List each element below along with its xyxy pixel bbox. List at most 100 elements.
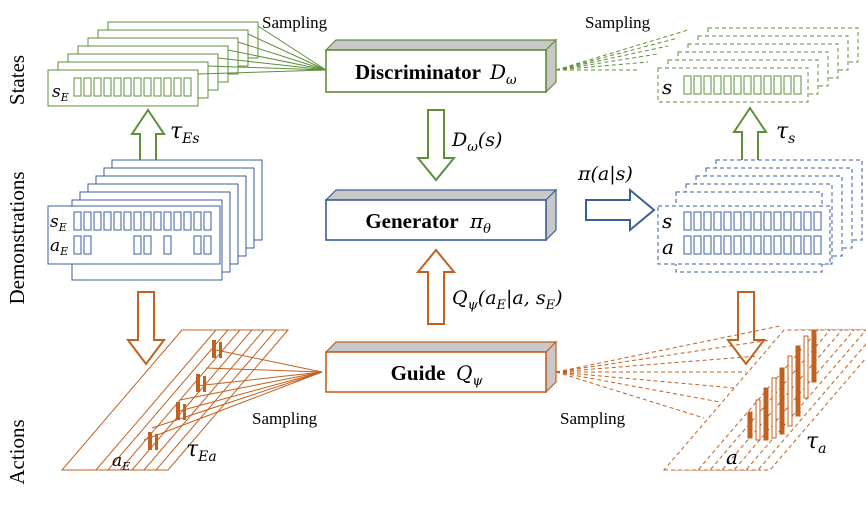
state-cell	[153, 211, 162, 231]
state-cell	[113, 77, 122, 97]
state-cell	[733, 211, 742, 231]
tau-generated-actions: τa	[806, 429, 827, 457]
row-label-demonstrations: Demonstrations	[5, 172, 29, 305]
generator-label: Generator	[365, 209, 458, 233]
arrow-gen-to-actions	[726, 291, 766, 366]
state-cell	[193, 211, 202, 231]
action-cell	[713, 235, 722, 255]
state-cell	[183, 211, 192, 231]
arrow-guide-to-generator	[415, 248, 457, 325]
sampling-label-generated-actions: Sampling	[560, 409, 626, 428]
state-cell	[83, 211, 92, 231]
state-cell	[723, 211, 732, 231]
sampling-label-generated-states: Sampling	[585, 13, 651, 32]
action-mark	[196, 374, 200, 392]
state-cell	[783, 75, 792, 95]
state-cell	[803, 211, 812, 231]
action-cell	[143, 235, 152, 255]
state-cell	[723, 75, 732, 95]
action-bar	[795, 345, 801, 417]
action-mark	[203, 376, 206, 392]
arrow-disc-to-generator	[415, 109, 457, 182]
edge-label-disc: Dω(s)	[451, 129, 502, 155]
state-cell	[813, 211, 822, 231]
state-cell	[103, 211, 112, 231]
action-cell	[803, 235, 812, 255]
expert-action-sampling-lines	[143, 349, 323, 441]
action-cell	[203, 235, 212, 255]
state-cell	[163, 77, 172, 97]
generated-actions-stack	[662, 329, 866, 471]
action-cell	[813, 235, 822, 255]
state-cell	[133, 77, 142, 97]
state-cell	[183, 77, 192, 97]
state-cell	[763, 75, 772, 95]
state-cell	[793, 75, 802, 95]
tau-expert-states: τEs	[170, 119, 200, 147]
sampling-label-expert-actions: Sampling	[252, 409, 318, 428]
action-cell	[703, 235, 712, 255]
state-cell	[93, 77, 102, 97]
action-bar	[787, 355, 793, 427]
state-cell	[103, 77, 112, 97]
edge-label-policy: π(a|s)	[577, 163, 633, 185]
state-cell	[693, 211, 702, 231]
action-cell	[733, 235, 742, 255]
state-cell	[683, 75, 692, 95]
action-mark	[183, 404, 186, 420]
arrow-demo-to-expert-actions	[126, 291, 166, 366]
state-cell	[143, 211, 152, 231]
state-cell	[113, 211, 122, 231]
generated-action-sampling-lines	[555, 325, 781, 419]
state-cell	[733, 75, 742, 95]
action-card	[662, 329, 820, 471]
row-label-actions: Actions	[5, 419, 29, 484]
state-cell	[153, 77, 162, 97]
action-bar	[803, 335, 809, 399]
state-cell	[83, 77, 92, 97]
generator-box: Generator πθ	[324, 188, 558, 242]
state-cell	[173, 211, 182, 231]
state-cell	[123, 211, 132, 231]
demo-action-label: aE	[50, 236, 68, 258]
generated-action-card-label: a	[726, 445, 738, 469]
state-cell	[133, 211, 142, 231]
action-cell	[723, 235, 732, 255]
state-cell	[713, 75, 722, 95]
action-cell	[83, 235, 92, 255]
sampling-label-expert-states: Sampling	[262, 13, 328, 32]
expert-state-card-label: sE	[52, 82, 69, 104]
state-cell	[763, 211, 772, 231]
action-cell	[683, 235, 692, 255]
edge-label-guide: Qψ(aE|a, sE)	[452, 287, 563, 313]
expert-actions-stack	[60, 329, 290, 471]
state-cell	[753, 211, 762, 231]
action-cell	[743, 235, 752, 255]
state-cell	[703, 75, 712, 95]
action-bar	[747, 411, 753, 439]
arrow-generator-to-output	[585, 187, 656, 233]
state-cell	[123, 77, 132, 97]
action-bar	[779, 367, 785, 435]
state-cell	[683, 211, 692, 231]
action-cell	[73, 235, 82, 255]
tau-expert-actions: τEa	[186, 437, 217, 465]
state-cell	[203, 211, 212, 231]
action-cell	[753, 235, 762, 255]
action-cell	[193, 235, 202, 255]
state-cell	[743, 75, 752, 95]
discriminator-box: Discriminator Dω	[324, 38, 558, 94]
state-cell	[693, 75, 702, 95]
guide-box: Guide Qψ	[324, 340, 558, 394]
expert-states-stack	[47, 21, 259, 107]
action-cell	[773, 235, 782, 255]
tau-generated-states: τs	[776, 119, 795, 147]
generator-symbol: πθ	[469, 209, 491, 237]
state-cell	[73, 211, 82, 231]
state-cell	[73, 77, 82, 97]
guide-symbol: Qψ	[456, 361, 483, 389]
state-cell	[93, 211, 102, 231]
state-cell	[773, 75, 782, 95]
generated-states-stack	[657, 27, 859, 103]
